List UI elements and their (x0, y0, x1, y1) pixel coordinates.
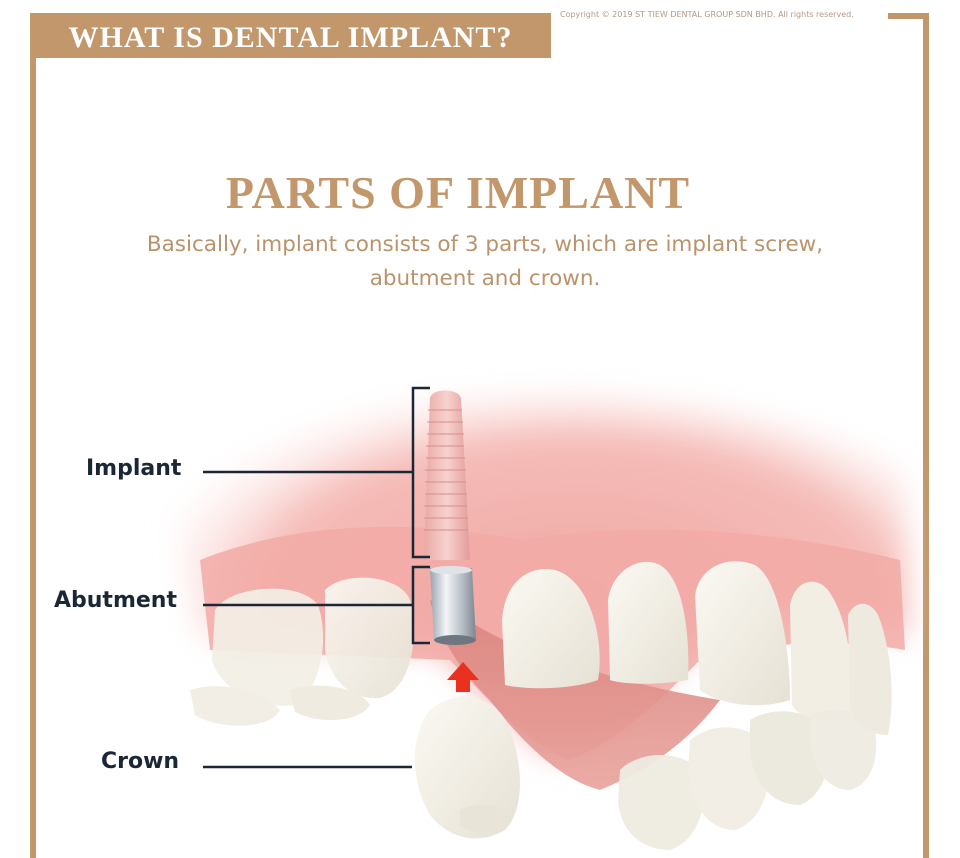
label-crown: Crown (101, 749, 180, 774)
front-teeth (502, 561, 892, 735)
lower-teeth (618, 710, 877, 850)
frame-right-border (923, 13, 929, 858)
subtitle-line-1: Basically, implant consists of 3 parts, … (146, 232, 824, 257)
subtitle-line-2: abutment and crown. (369, 266, 601, 291)
frame-top-right-bar (888, 13, 929, 19)
abutment-post (430, 566, 476, 645)
subtitle: Basically, implant consists of 3 parts, … (90, 228, 880, 296)
page-heading: PARTS OF IMPLANT (225, 167, 691, 218)
crown-tooth (414, 697, 520, 839)
banner-title: WHAT IS DENTAL IMPLANT? (68, 20, 513, 54)
copyright-notice: Copyright © 2019 ST TIEW DENTAL GROUP SD… (560, 10, 854, 19)
label-abutment: Abutment (54, 588, 177, 613)
label-implant: Implant (86, 456, 182, 481)
frame-left-border (30, 13, 36, 858)
left-teeth (190, 577, 414, 726)
arrow-up-icon (447, 662, 479, 692)
label-leader-lines (203, 386, 430, 769)
title-banner: WHAT IS DENTAL IMPLANT? (30, 13, 551, 58)
implant-screw (424, 390, 470, 560)
